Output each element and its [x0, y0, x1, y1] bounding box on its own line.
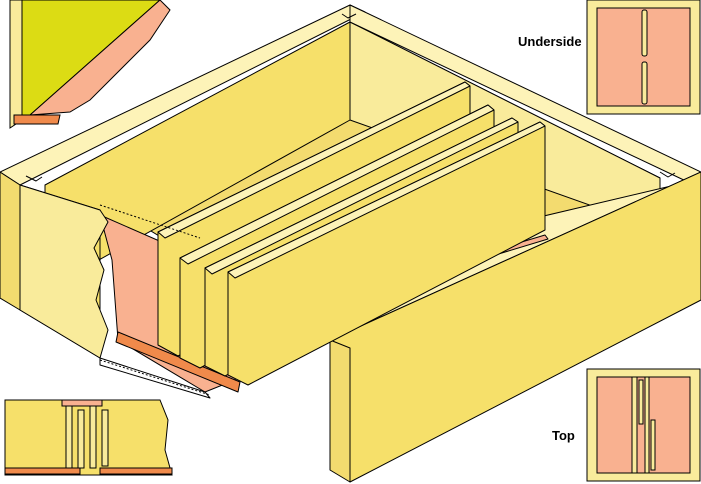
underside-slot-top — [641, 9, 648, 57]
section-copper-bottom-left — [4, 467, 81, 475]
fin-1-edge — [157, 81, 471, 239]
underside-slot-bottom — [641, 61, 648, 105]
corner-section-detail — [9, 0, 171, 129]
section-copper-bottom-right — [99, 467, 173, 475]
section-fin-4 — [101, 409, 109, 467]
cutaway-left-edge — [19, 184, 109, 359]
section-fin-2 — [77, 409, 85, 469]
bottom-section-detail — [4, 399, 173, 476]
top-slot-2 — [638, 379, 644, 425]
corner-slot-back — [341, 13, 357, 19]
fin-3-edge — [204, 117, 519, 275]
top-slot-4 — [650, 419, 656, 471]
front-end-face — [329, 339, 351, 483]
top-slot-3 — [644, 376, 650, 474]
corner-substrate — [9, 0, 23, 129]
section-substrate — [4, 399, 173, 476]
section-fin-3 — [89, 405, 97, 469]
resonator-fins — [157, 81, 546, 386]
hidden-line-top — [99, 204, 201, 239]
corner-slot-right — [659, 171, 676, 178]
fin-2-edge — [179, 104, 495, 265]
section-fin-1 — [65, 405, 73, 469]
main-box — [0, 4, 701, 483]
underside-view: Underside — [518, 0, 701, 115]
section-copper-top — [61, 399, 103, 407]
left-outer-wall — [0, 171, 21, 311]
top-label: Top — [552, 428, 575, 443]
underside-label: Underside — [518, 34, 582, 49]
top-view: Top — [552, 368, 701, 482]
corner-slot-left — [25, 175, 43, 182]
corner-copper-face — [28, 0, 171, 116]
hidden-line-bottom — [99, 359, 211, 396]
corner-copper-edge — [13, 114, 61, 125]
fin-4-edge — [227, 121, 546, 279]
top-slot-1 — [631, 376, 638, 474]
